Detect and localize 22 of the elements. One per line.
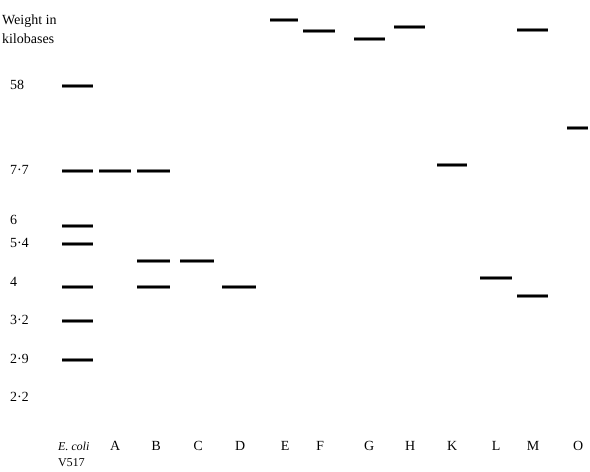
lane-label: E. coli V517 — [58, 438, 90, 470]
size-label: 2·2 — [10, 389, 30, 407]
lane-label: C — [192, 438, 204, 456]
size-label: 4 — [10, 274, 18, 292]
lane-label: K — [446, 438, 458, 456]
lane-label: B — [150, 438, 162, 456]
size-label: 5·4 — [10, 235, 30, 253]
lane-label: D — [234, 438, 246, 456]
lane-label: H — [404, 438, 416, 456]
size-label: 7·7 — [10, 162, 30, 180]
lane-label: M — [526, 438, 540, 456]
lane-label: F — [315, 438, 325, 456]
size-label: 6 — [10, 212, 18, 230]
lane-label: E — [280, 438, 290, 456]
lane-label: O — [572, 438, 584, 456]
lane-label: G — [362, 438, 376, 456]
size-label: 3·2 — [10, 312, 30, 330]
lane-label: L — [490, 438, 502, 456]
lane-label: A — [108, 438, 122, 456]
size-label: 2·9 — [10, 351, 30, 369]
axis-title: Weight in kilobases — [2, 12, 58, 49]
size-label: 58 — [10, 77, 25, 95]
